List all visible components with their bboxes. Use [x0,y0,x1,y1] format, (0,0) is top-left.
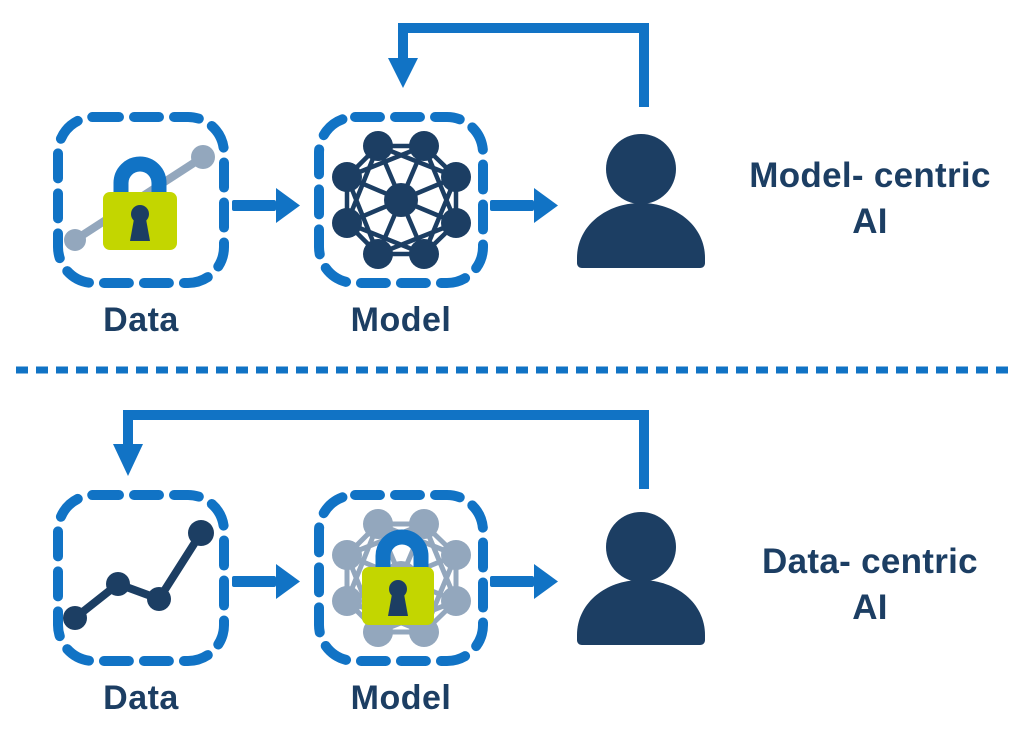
neural-network-icon [332,131,471,269]
arrow-right-icon [232,188,300,223]
person-icon [577,134,705,268]
arrow-right-icon [490,564,558,599]
arrow-right-icon [232,564,300,599]
feedback-loop-arrow-icon [113,410,649,489]
bottom-caption-line1: Data- centric [762,542,978,581]
top-model-box-label: Model [350,301,452,339]
arrow-right-icon [490,188,558,223]
top-model-box [314,112,488,288]
top-caption-line1: Model- centric [749,156,991,195]
bottom-data-box-label: Data [103,679,179,717]
bottom-model-box-label: Model [350,679,452,717]
top-section-caption: Model- centric AI [735,153,1005,245]
feedback-loop-arrow-icon [388,23,649,107]
bottom-data-box [53,490,229,666]
lock-on-network-icon [332,509,471,647]
line-chart-icon [63,520,214,630]
bottom-caption-line2: AI [852,588,888,627]
bottom-model-box [314,490,488,666]
top-caption-line2: AI [852,202,888,241]
lock-on-chart-icon [64,145,215,251]
bottom-section-caption: Data- centric AI [735,539,1005,631]
top-data-box [53,112,229,288]
person-icon [577,512,705,645]
top-data-box-label: Data [103,301,179,339]
